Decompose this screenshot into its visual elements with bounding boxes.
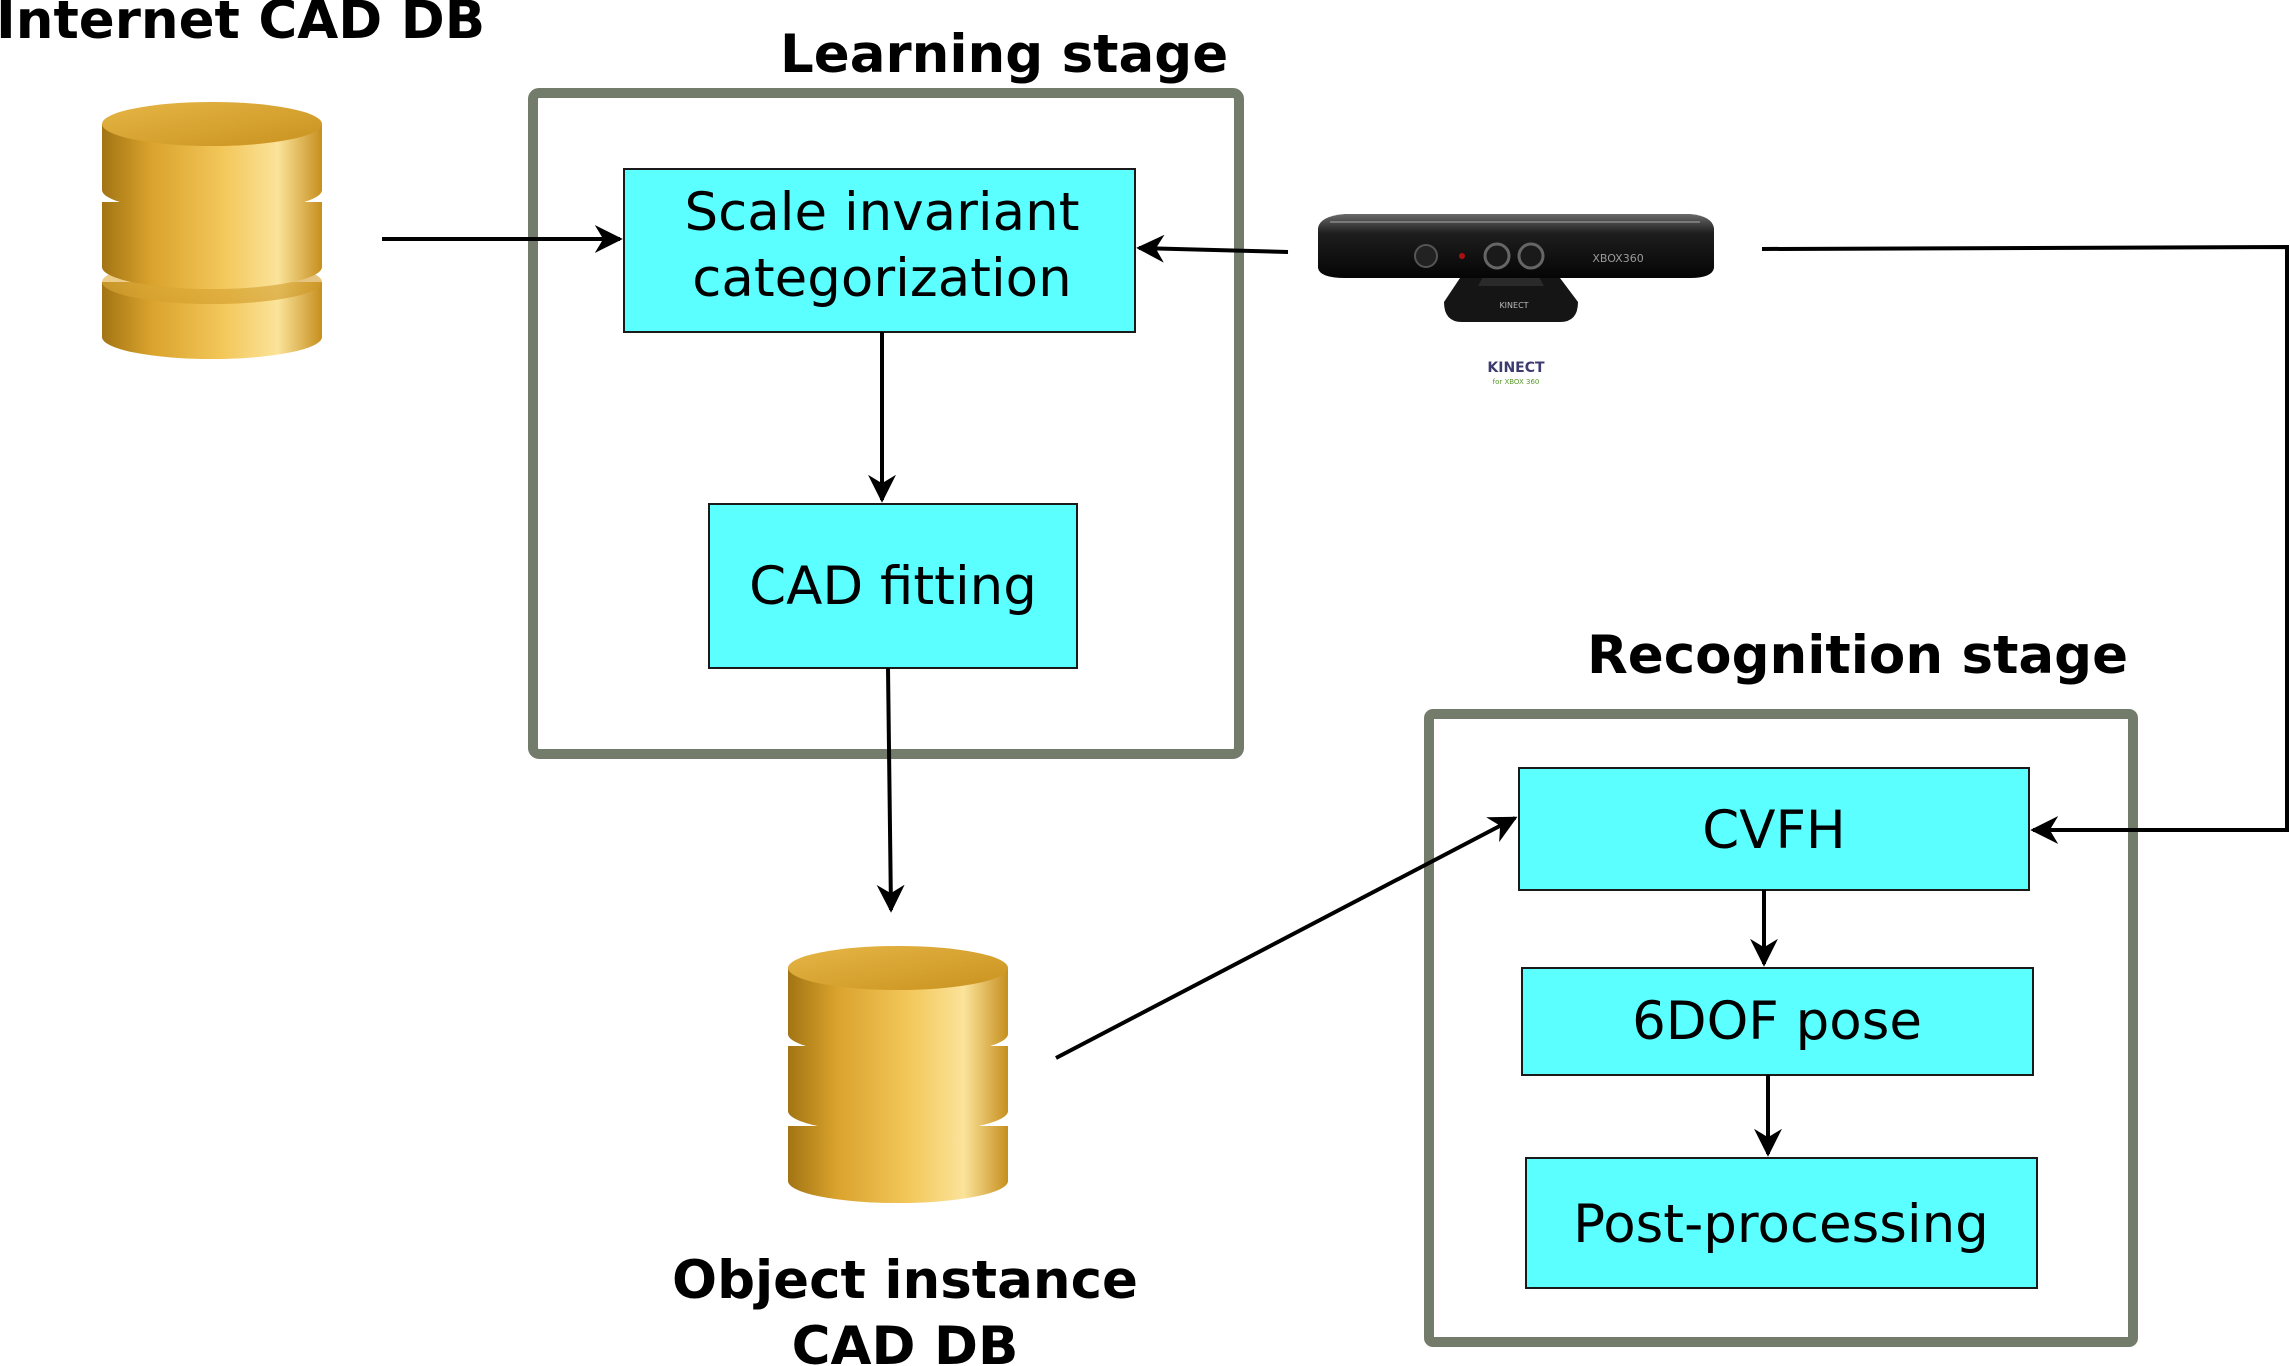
arrow-kinect-to-cvfh: [1761, 244, 2289, 844]
internet-db-label: Internet CAD DB: [0, 0, 485, 51]
learning-stage-label: Learning stage: [780, 24, 1228, 85]
recognition-stage-frame: [1424, 709, 2138, 1347]
kinect-base-badge: KINECT: [1499, 301, 1528, 310]
pose-text: 6DOF pose: [1632, 991, 1922, 1052]
cvfh-box: CVFH: [1518, 767, 2030, 891]
object-db-label-line1: Object instance: [672, 1250, 1138, 1311]
cad-fitting-text: CAD fitting: [749, 556, 1037, 617]
learning-stage-frame: [528, 88, 1244, 759]
object-instance-db-icon: [788, 946, 1008, 1203]
kinect-logo-text: KINECT: [1487, 360, 1545, 376]
arrow-cad-fitting-to-object-db: [876, 667, 905, 913]
scale-box-line1: Scale invariant: [685, 182, 1080, 243]
arrow-object-db-to-cvfh: [1055, 816, 1518, 1060]
kinect-logo: KINECT for XBOX 360: [1487, 360, 1545, 386]
object-db-label-line2: CAD DB: [792, 1316, 1019, 1366]
kinect-sensor-image: KINECT XBOX360: [1318, 214, 1714, 322]
cad-fitting-box: CAD fitting: [708, 503, 1078, 669]
post-processing-box: Post-processing: [1525, 1157, 2038, 1289]
scale-box-line2: categorization: [692, 248, 1071, 309]
pose-box: 6DOF pose: [1521, 967, 2034, 1076]
cvfh-text: CVFH: [1702, 800, 1846, 861]
scale-invariant-categorization-box: Scale invariant categorization: [623, 168, 1136, 333]
internet-db-icon: [102, 102, 322, 359]
kinect-device-text: XBOX360: [1592, 252, 1643, 265]
kinect-logo-subtext: for XBOX 360: [1493, 378, 1540, 386]
arrow-kinect-to-categorization: [1136, 234, 1289, 263]
recognition-stage-label: Recognition stage: [1587, 625, 2128, 686]
post-processing-text: Post-processing: [1573, 1194, 1989, 1255]
